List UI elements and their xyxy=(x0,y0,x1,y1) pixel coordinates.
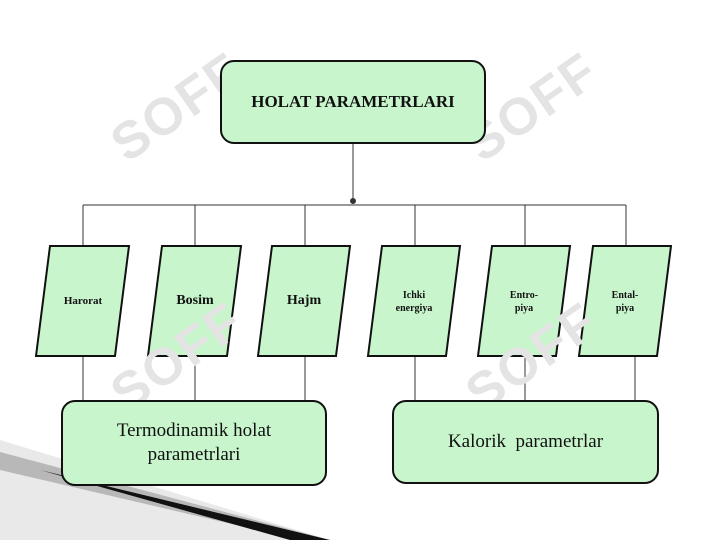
connectors xyxy=(82,144,636,400)
termodinamik-holat-parametrlari-box: Termodinamik holat parametrlari xyxy=(61,400,327,486)
right-group-label: Kalorik parametrlar xyxy=(447,431,604,452)
param-shape-ichki-energiya xyxy=(366,245,462,357)
param-label-entalpiya: Ental- piya xyxy=(611,289,639,315)
param-label-hajm: Hajm xyxy=(286,292,322,308)
param-label-entropiya: Entro- piya xyxy=(509,289,539,315)
param-shape-harorat xyxy=(34,245,131,357)
param-shape-entropiya xyxy=(476,245,572,357)
top-box-label: HOLAT PARAMETRLARI xyxy=(251,92,455,111)
param-shape-bosim xyxy=(146,245,243,357)
param-label-ichki-energiya: Ichki energiya xyxy=(395,289,433,315)
param-label-bosim: Bosim xyxy=(176,292,214,308)
holat-parametrlari-box: HOLAT PARAMETRLARI xyxy=(220,60,486,144)
param-label-harorat: Harorat xyxy=(63,294,103,307)
kalorik-parametrlar-box: Kalorik parametrlar xyxy=(392,400,659,484)
param-shape-entalpiya xyxy=(577,245,673,357)
parameter-shapes xyxy=(34,245,673,357)
left-group-label: Termodinamik holat parametrlari xyxy=(116,420,272,465)
junction-dot xyxy=(350,198,356,204)
param-shape-hajm xyxy=(256,245,352,357)
